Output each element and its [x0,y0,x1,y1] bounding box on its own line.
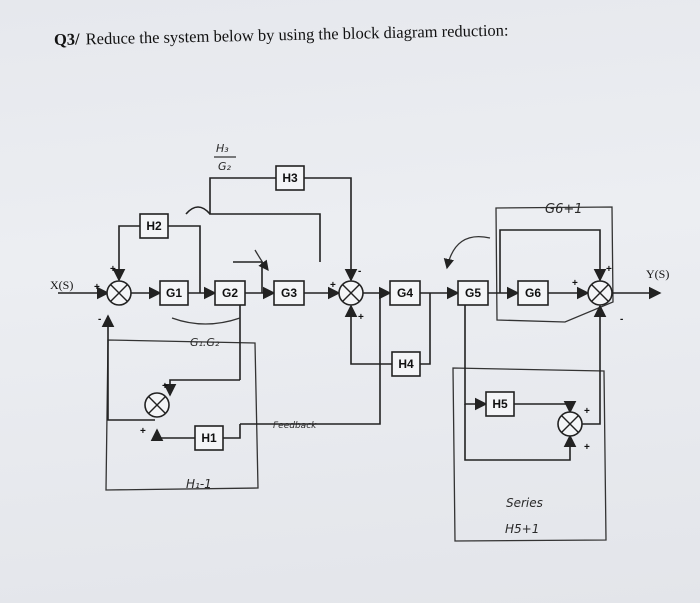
block-h5: H5 [485,391,515,417]
sign-s5-top: + [584,406,590,417]
block-h1: H1 [194,425,224,451]
block-h4: H4 [391,351,421,377]
svg-text:G2: G2 [222,286,238,300]
sign-s2-top: + [162,381,168,392]
svg-text:H2: H2 [146,219,162,233]
wire-h5-out [514,400,577,414]
wire-g6-bypass [499,229,607,293]
sign-s1-left: + [94,282,100,293]
summing-junction-5 [557,411,583,437]
wire-h3-out [304,177,358,282]
svg-text:G5: G5 [465,286,481,300]
block-g5: G5 [457,280,489,306]
note-h3-over-g2-num: H₃ [216,142,229,155]
output-signal-label: Y(S) [646,267,669,281]
sign-s3-left: + [330,280,336,291]
sign-s4-left: + [572,278,578,289]
svg-text:G1: G1 [166,286,182,300]
h1-loop-annotation-box [105,339,259,491]
sign-s2-left: + [140,426,146,437]
wire-h2-to-s1 [112,225,140,282]
wire-h4-pickoff [420,293,431,365]
hand-brace-g1g2 [171,317,241,325]
wire-s5-bottom [464,404,577,461]
note-feedback: Feedback [273,421,317,431]
note-series: Series [506,496,543,510]
wire-h4-out [344,304,392,365]
svg-text:H3: H3 [282,171,298,185]
block-g3: G3 [273,280,305,306]
summing-junction-4 [587,280,613,306]
svg-text:H4: H4 [398,357,414,371]
note-g6-plus-1: G6+1 [545,202,583,217]
wire-h5-in [464,293,488,411]
sign-s3-top: - [358,266,361,277]
sign-s4-top: + [606,264,612,275]
h5-loop-annotation-box [452,367,607,542]
block-g6: G6 [517,280,549,306]
sign-s3-bottom: + [358,312,364,323]
hand-arrow-h3 [254,249,269,272]
wire-h3-hop [185,206,211,215]
wire-s2-out [101,314,155,421]
svg-text:G3: G3 [281,286,297,300]
note-h3-over-g2-den: G₂ [218,160,232,173]
wire-h1-out [150,428,195,442]
g6-loop-annotation-box [495,206,614,323]
sign-s1-top: + [110,264,116,275]
sign-s1-bottom: - [98,314,101,325]
wire-feedback-long [240,293,381,425]
block-h2: H2 [139,213,169,239]
wire-h1-to-s2 [163,379,240,397]
block-g2: G2 [214,280,246,306]
block-g1: G1 [159,280,189,306]
block-h3: H3 [275,165,305,191]
note-h5-plus-1: H5+1 [505,522,539,536]
sign-s4-right: - [620,314,623,325]
note-h1-minus-1: H₁-1 [186,477,212,491]
summing-junction-1 [106,280,132,306]
wire-h2-loop [168,225,201,293]
svg-text:G4: G4 [397,286,413,300]
svg-text:H5: H5 [492,397,508,411]
summing-junction-3 [338,280,364,306]
sign-s5-bottom: + [584,442,590,453]
svg-text:G6: G6 [525,286,541,300]
note-g1g2: G₁.G₂ [190,336,220,349]
summing-junction-2 [144,392,170,418]
input-signal-label: X(S) [50,278,73,292]
hand-arrow-g4 [443,236,491,270]
block-g4: G4 [389,280,421,306]
svg-text:H1: H1 [201,431,217,445]
